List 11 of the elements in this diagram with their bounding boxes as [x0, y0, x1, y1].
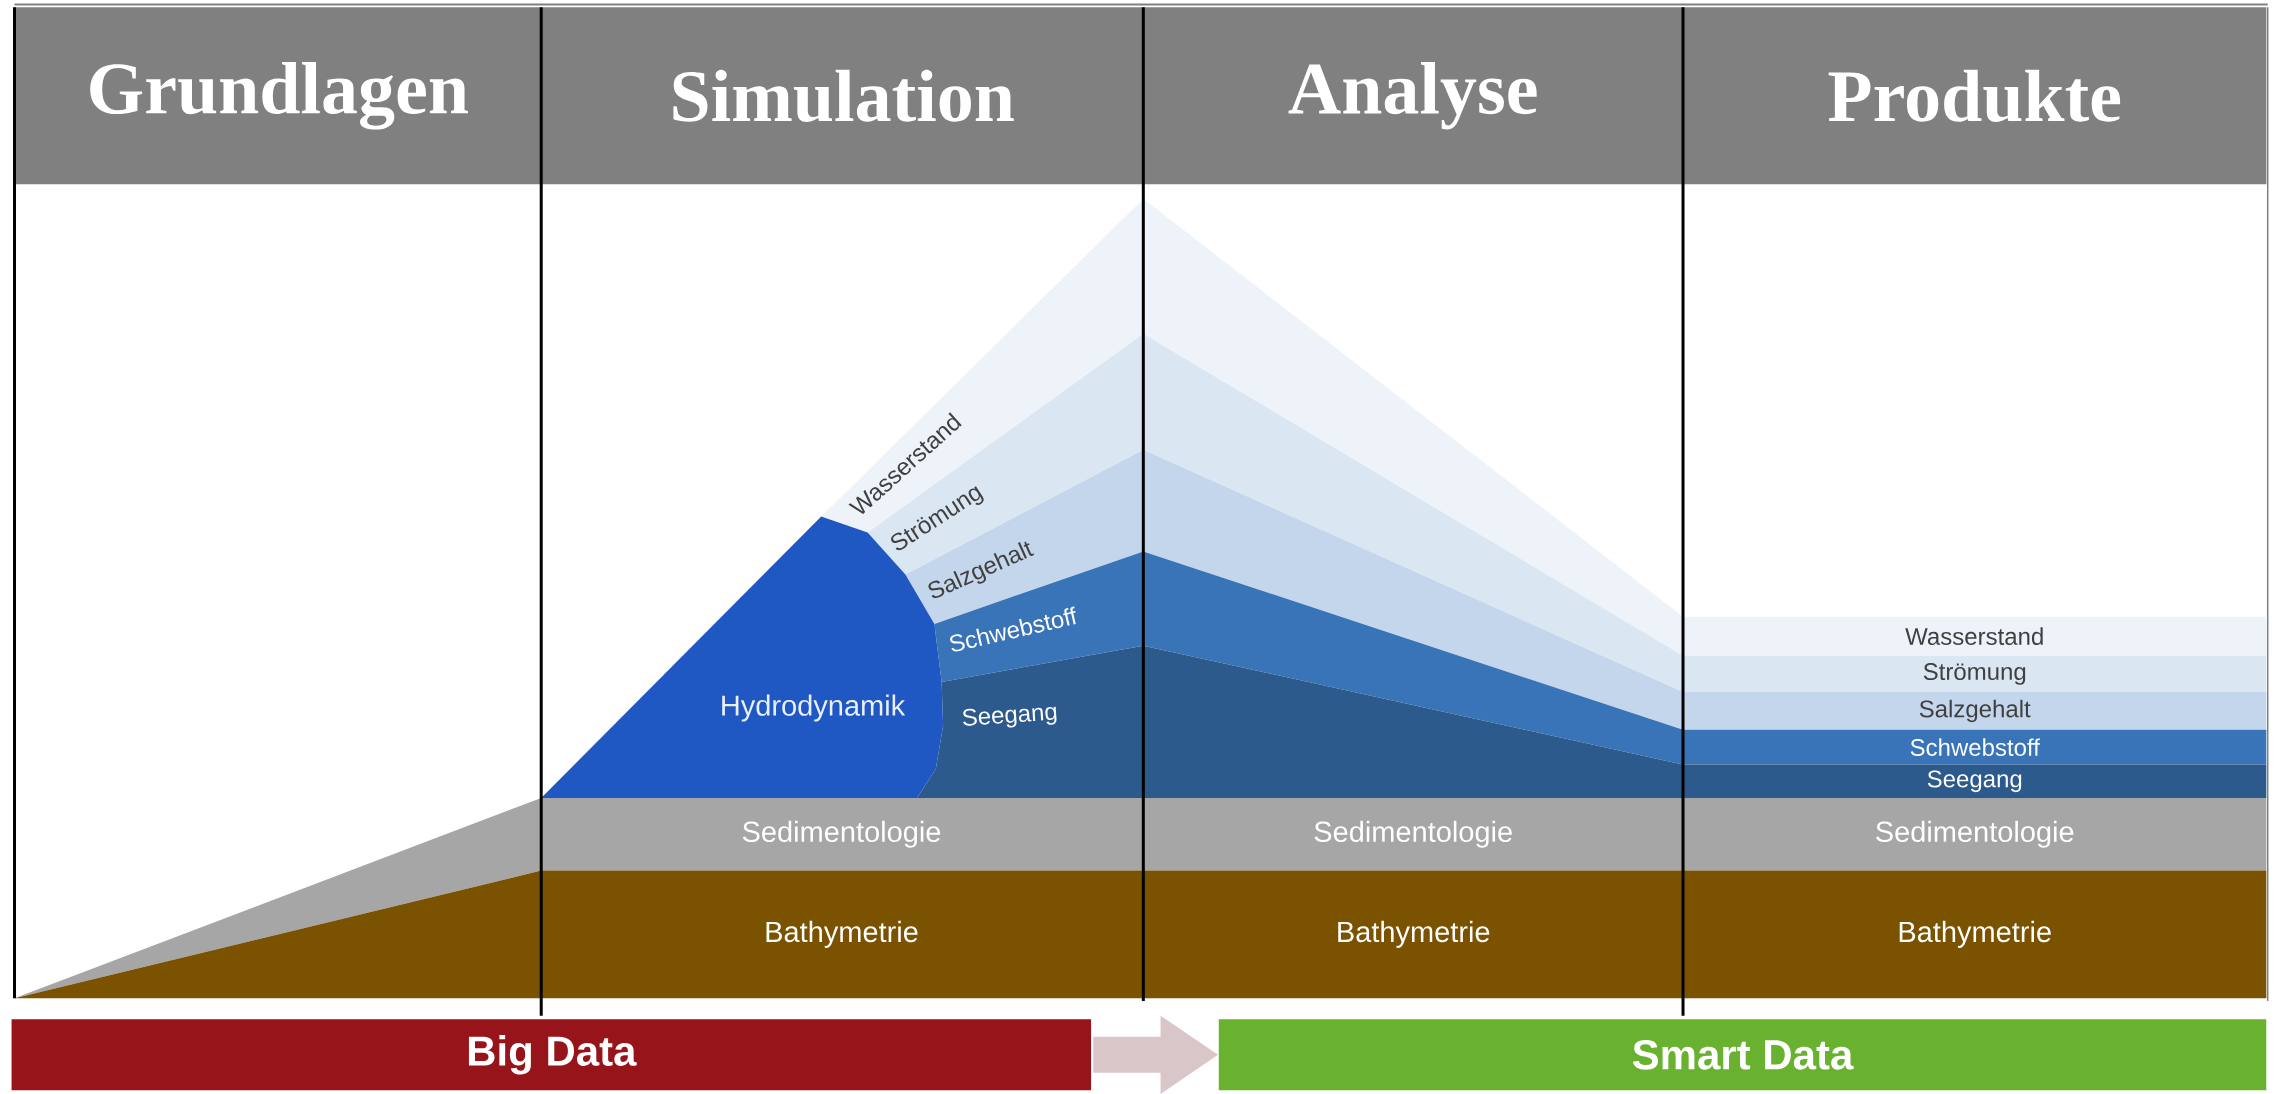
node-label: Grundlagen [90, 61, 468, 130]
data-bar: Smart Data [1218, 1019, 2267, 1091]
data-bar: Big Data [11, 1019, 1092, 1091]
column-header: Simulation [541, 7, 1144, 185]
node-label: Simulation [673, 69, 1014, 122]
node-label: Produkte [1828, 69, 2121, 122]
column-header: Produkte [1683, 7, 2267, 185]
column-header: Analyse [1143, 7, 1684, 185]
node-label: Analyse [1288, 62, 1537, 130]
bathymetry-band: Bathymetrie Bathymetrie Bathymetrie [14, 870, 2267, 999]
column-header: Grundlagen [14, 7, 542, 185]
